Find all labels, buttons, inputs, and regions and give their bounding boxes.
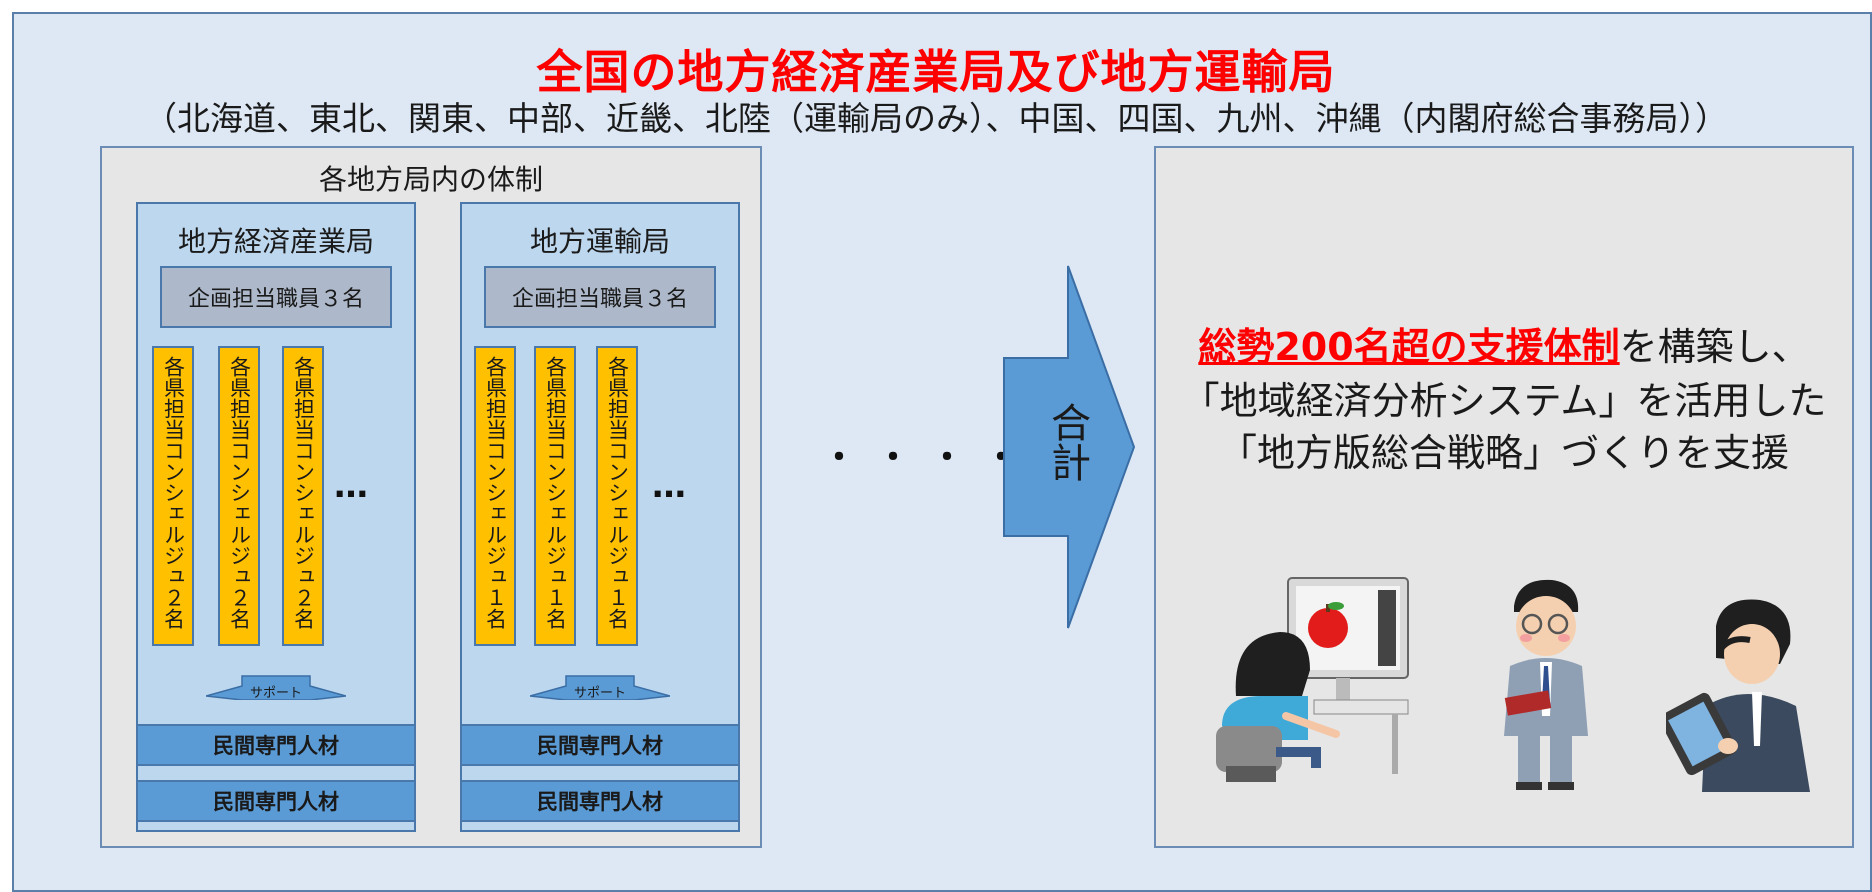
bureau-economy-trade-industry: 地方経済産業局 企画担当職員３名 各県担当コンシェルジュ２名 各県担当コンシェル…: [136, 202, 416, 832]
message-line-1: 総勢200名超の支援体制を構築し、: [1156, 328, 1852, 366]
total-label: 合計: [1044, 402, 1090, 482]
message-line-2: 「地域経済分析システム」を活用した: [1181, 379, 1827, 423]
concierge-box: 各県担当コンシェルジュ２名: [152, 346, 194, 646]
concierge-label: 各県担当コンシェルジュ２名: [227, 356, 252, 629]
support-label: サポート: [249, 686, 302, 701]
concierge-box: 各県担当コンシェルジュ１名: [474, 346, 516, 646]
planning-staff-box: 企画担当職員３名: [160, 266, 392, 328]
concierge-label: 各県担当コンシェルジュ２名: [161, 356, 186, 629]
ellipsis: …: [652, 466, 688, 506]
consultant-illustration: [1504, 579, 1588, 790]
region-list: （北海道、東北、関東、中部、近畿、北陸（運輸局のみ）、中国、四国、九州、沖縄（内…: [144, 99, 1728, 138]
bureau-title: 地方経済産業局: [177, 225, 374, 258]
private-expert-box: 民間専門人材: [462, 780, 738, 822]
support-arrow: サポート: [206, 674, 346, 701]
planning-staff-box: 企画担当職員３名: [484, 266, 716, 328]
concierge-box: 各県担当コンシェルジュ２名: [282, 346, 324, 646]
private-expert-box: 民間専門人材: [462, 724, 738, 766]
continuation-dots: ・・・・: [822, 438, 1038, 478]
highlight-text: 総勢200名超の支援体制: [1198, 325, 1620, 369]
total-arrow: 合計: [1002, 262, 1136, 632]
message-line-3: 「地方版総合戦略」づくりを支援: [1218, 431, 1789, 475]
support-label: サポート: [573, 686, 626, 701]
concierge-box: 各県担当コンシェルジュ２名: [218, 346, 260, 646]
support-system-panel: 総勢200名超の支援体制を構築し、 「地域経済分析システム」を活用した 「地方版…: [1154, 146, 1854, 848]
regional-office-structure-panel: 各地方局内の体制 地方経済産業局 企画担当職員３名 各県担当コンシェルジュ２名 …: [100, 146, 762, 848]
ellipsis: …: [334, 466, 370, 506]
main-title: 全国の地方経済産業局及び地方運輸局: [536, 45, 1336, 99]
bureau-title: 地方運輸局: [529, 225, 670, 258]
concierge-box: 各県担当コンシェルジュ１名: [596, 346, 638, 646]
designer-illustration: [1216, 577, 1409, 782]
private-expert-box: 民間専門人材: [138, 780, 414, 822]
bureau-transport: 地方運輸局 企画担当職員３名 各県担当コンシェルジュ１名 各県担当コンシェルジュ…: [460, 202, 740, 832]
private-expert-box: 民間専門人材: [138, 724, 414, 766]
concierge-label: 各県担当コンシェルジュ１名: [543, 356, 568, 629]
panel-title: 各地方局内の体制: [318, 163, 543, 196]
support-arrow: サポート: [530, 674, 670, 701]
message-text: を構築し、: [1619, 325, 1810, 369]
concierge-label: 各県担当コンシェルジュ２名: [291, 356, 316, 629]
concierge-box: 各県担当コンシェルジュ１名: [534, 346, 576, 646]
concierge-label: 各県担当コンシェルジュ１名: [483, 356, 508, 629]
analyst-illustration: [1666, 599, 1810, 792]
concierge-label: 各県担当コンシェルジュ１名: [605, 356, 630, 629]
